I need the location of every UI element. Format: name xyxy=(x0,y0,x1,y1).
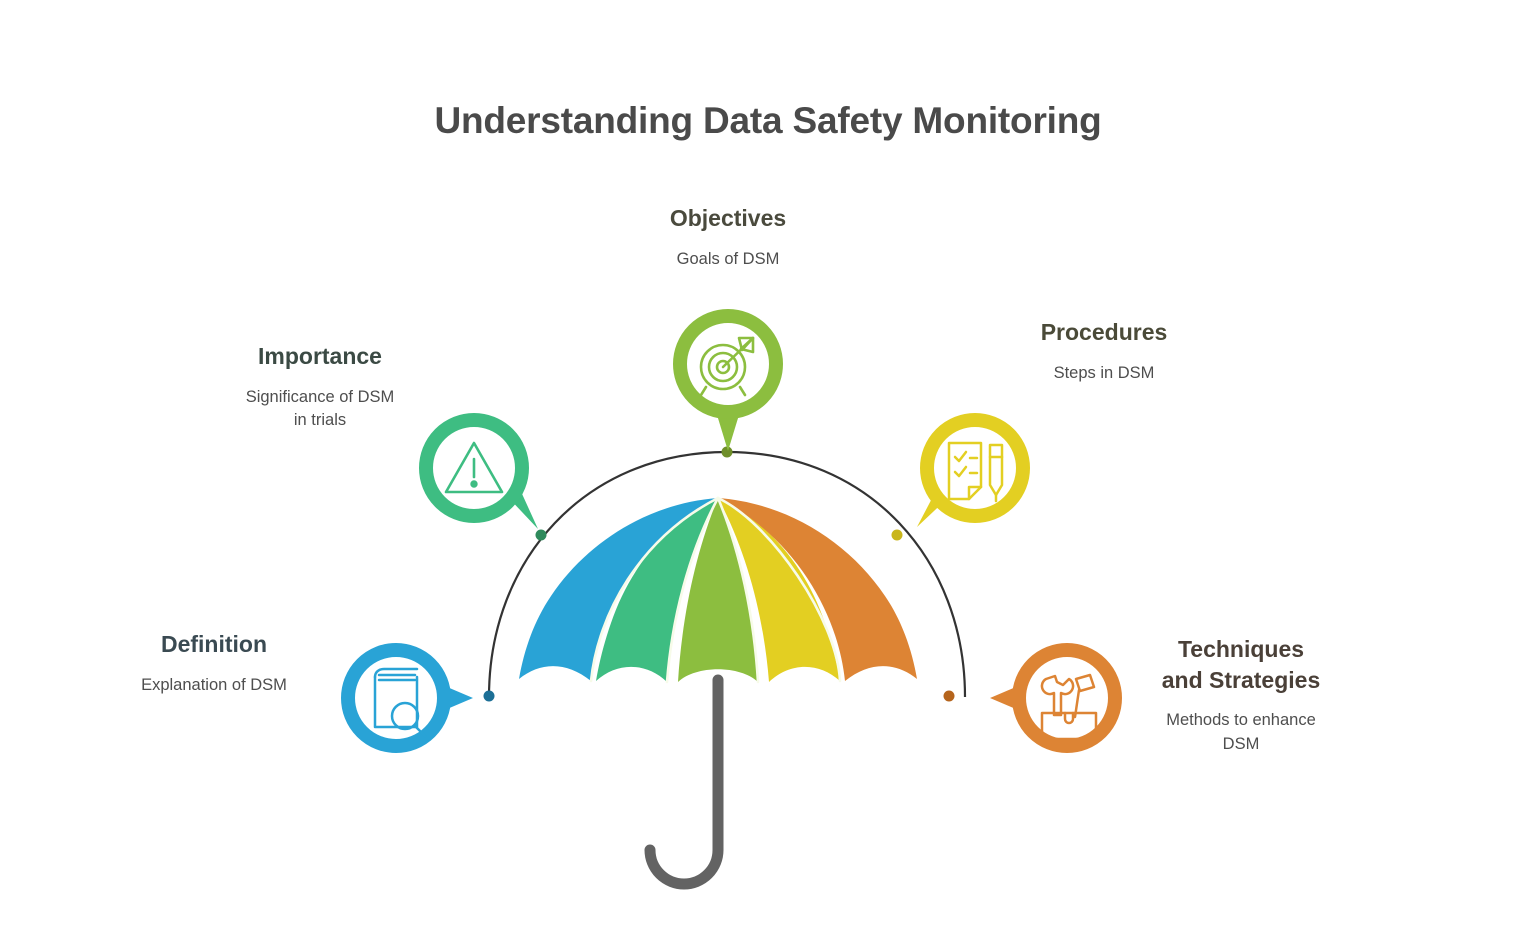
bubble-objectives[interactable] xyxy=(660,305,783,451)
bubble-procedures[interactable] xyxy=(905,409,1030,527)
bubble-definition[interactable] xyxy=(337,639,473,757)
node-subtitle-procedures: Steps in DSM xyxy=(1053,363,1155,382)
node-heading-objectives: Objectives xyxy=(669,205,787,231)
connector-dot-techniques xyxy=(943,690,955,702)
bubble-importance[interactable] xyxy=(414,409,538,529)
umbrella-panel-light-green xyxy=(678,498,758,682)
bubble-ring-techniques xyxy=(1012,643,1122,753)
node-subtitle-importance: Significance of DSM in trials xyxy=(245,387,395,429)
node-heading-techniques: Techniques and Strategies xyxy=(1161,636,1321,693)
node-subtitle-definition: Explanation of DSM xyxy=(141,675,287,694)
umbrella-panel-yellow xyxy=(718,498,840,682)
target-arrow-icon xyxy=(699,336,755,397)
book-magnifier-icon xyxy=(373,667,427,738)
umbrella-icon xyxy=(519,496,917,890)
node-subtitle-objectives: Goals of DSM xyxy=(676,249,780,268)
connector-dot-importance xyxy=(535,529,547,541)
checklist-pen-icon xyxy=(947,441,1004,503)
toolbox-icon xyxy=(1040,673,1098,741)
umbrella-panel-blue xyxy=(519,498,718,681)
umbrella-shaft xyxy=(644,674,724,890)
bubble-ring-procedures xyxy=(920,413,1030,523)
label-block-procedures: Procedures Steps in DSM xyxy=(986,317,1222,385)
label-block-importance: Importance Significance of DSM in trials xyxy=(198,341,442,432)
connector-dot-procedures xyxy=(891,529,903,541)
node-heading-procedures: Procedures xyxy=(1040,319,1168,345)
umbrella-rib-seams xyxy=(589,496,842,684)
bubble-ring-definition xyxy=(341,643,451,753)
warning-triangle-icon xyxy=(444,441,504,494)
connector-dot-objectives xyxy=(721,446,733,458)
page-title: Understanding Data Safety Monitoring xyxy=(434,100,1102,141)
connector-dot-definition xyxy=(483,690,495,702)
umbrella-panel-orange xyxy=(718,498,917,681)
node-subtitle-techniques: Methods to enhance DSM xyxy=(1166,711,1316,753)
label-block-definition: Definition Explanation of DSM xyxy=(96,629,332,697)
umbrella-panel-green xyxy=(596,498,718,682)
node-heading-definition: Definition xyxy=(160,631,268,657)
label-block-objectives: Objectives Goals of DSM xyxy=(608,203,848,271)
bubble-techniques[interactable] xyxy=(986,639,1122,757)
node-heading-importance: Importance xyxy=(258,343,382,369)
label-block-techniques: Techniques and Strategies Methods to enh… xyxy=(1126,634,1356,756)
